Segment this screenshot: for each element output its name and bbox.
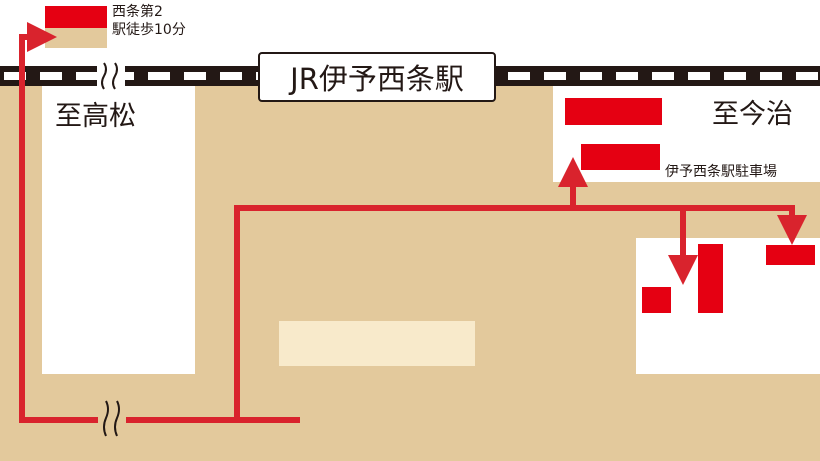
station-plaza	[279, 321, 475, 366]
parking-lot-2-name: 西条第2	[112, 4, 163, 20]
direction-west-label: 至高松	[55, 101, 136, 132]
ground-beige-top-strip	[45, 28, 107, 48]
route-to-lot-2	[19, 22, 300, 423]
east-parking-marker-right	[766, 245, 815, 265]
station-parking-name: 伊予西条駅駐車場	[665, 164, 777, 180]
station-parking-marker-top	[565, 98, 662, 125]
east-parking-marker-small	[642, 287, 671, 313]
route-lines	[19, 22, 807, 423]
parking-lot-2-distance: 駅徒歩10分	[112, 22, 186, 38]
west-building-block	[42, 82, 195, 374]
wavy-break-icon	[97, 62, 125, 90]
wavy-break-icon	[98, 400, 126, 437]
east-parking-marker-tall	[698, 244, 723, 313]
station-parking-marker-bottom	[581, 144, 660, 170]
direction-east-label: 至今治	[712, 99, 793, 130]
station-name-label: JR伊予西条駅	[258, 52, 496, 102]
route-main-trunk	[234, 205, 807, 420]
parking-lot-2-marker	[45, 6, 107, 28]
